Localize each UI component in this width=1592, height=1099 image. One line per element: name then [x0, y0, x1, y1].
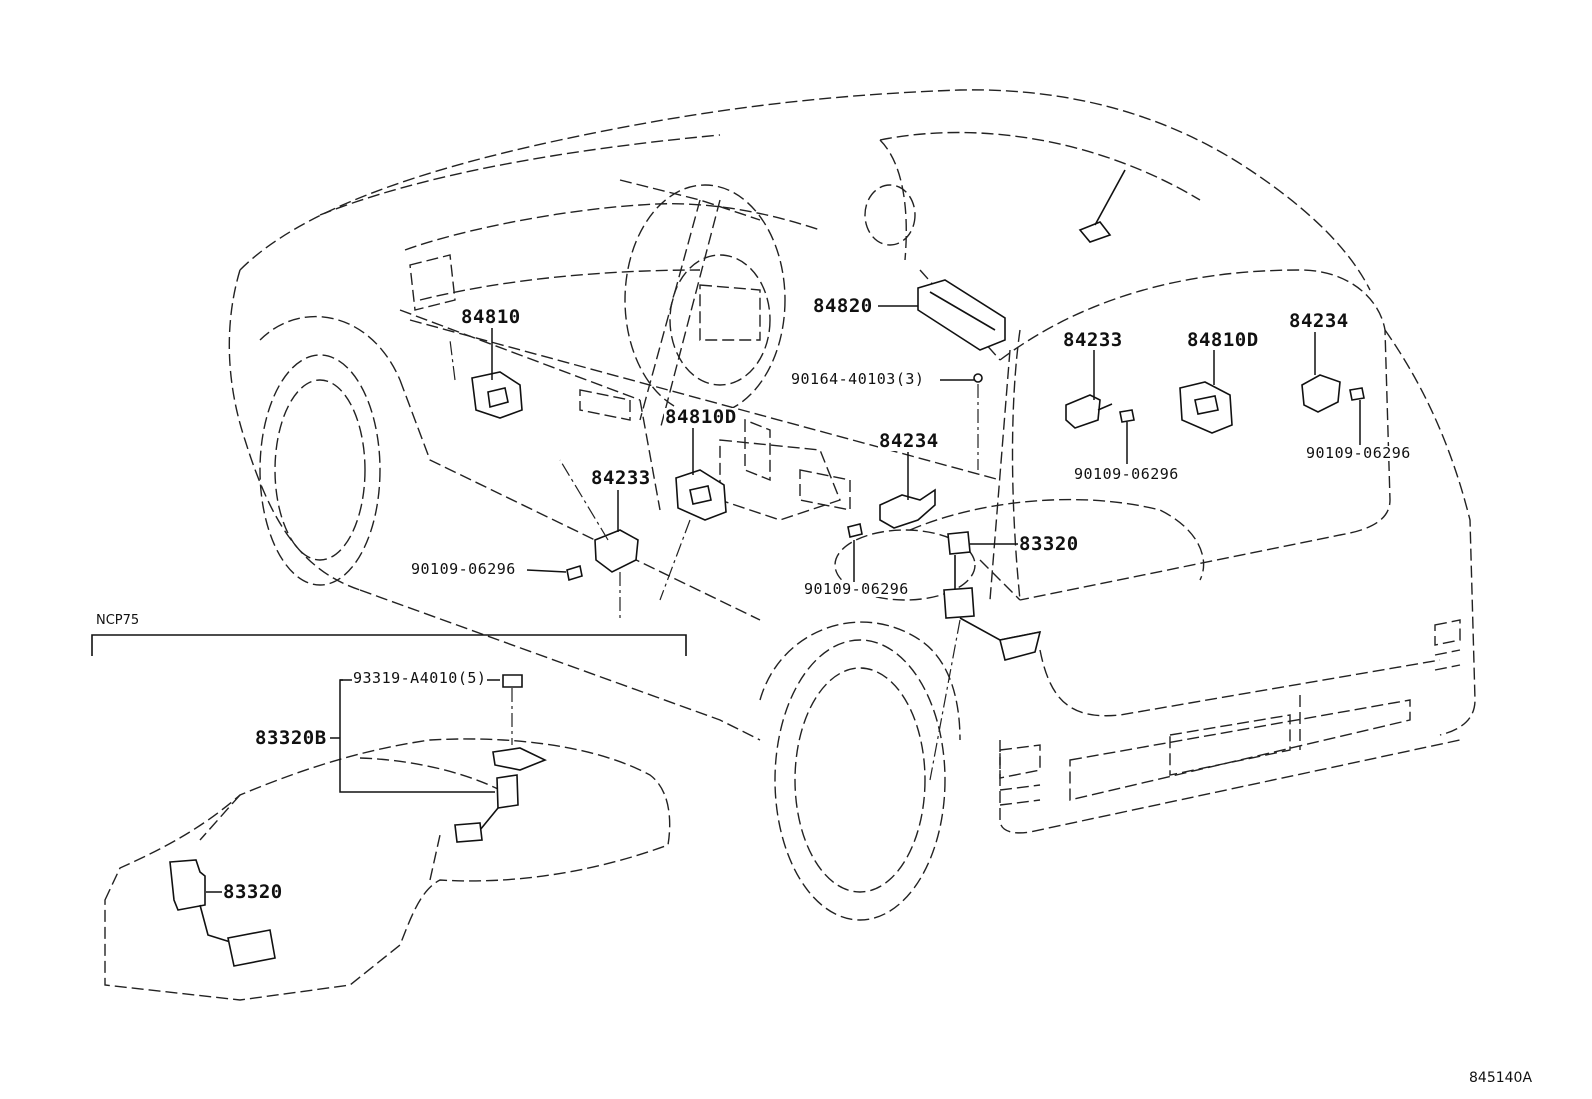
part-label-84234-center: 84234	[878, 430, 940, 452]
part-label-90109-06296-lower: 90109-06296	[803, 580, 910, 598]
switch-84234-right	[1301, 374, 1341, 413]
part-label-90109-06296-left: 90109-06296	[410, 560, 517, 578]
part-label-84233-right: 84233	[1062, 329, 1124, 351]
fuel-sender-83320-main	[943, 531, 1042, 661]
switch-84810d-right	[1179, 381, 1233, 434]
part-label-84810d-right: 84810D	[1186, 329, 1260, 351]
ncp75-inset	[91, 634, 687, 1001]
part-label-84810d-center: 84810D	[664, 406, 738, 428]
part-label-90109-06296-center: 90109-06296	[1073, 465, 1180, 483]
part-label-83320-main: 83320	[1018, 533, 1080, 555]
part-label-84810: 84810	[460, 306, 522, 328]
part-label-84234-right: 84234	[1288, 310, 1350, 332]
part-label-90164-40103: 90164-40103(3)	[790, 370, 926, 388]
part-label-84233-left: 84233	[590, 467, 652, 489]
screws	[566, 373, 1365, 582]
switch-84810d-center	[675, 469, 727, 521]
part-label-83320b: 83320B	[254, 727, 328, 749]
part-label-90109-06296-right: 90109-06296	[1305, 444, 1412, 462]
part-label-93319-a4010: 93319-A4010(5)	[352, 669, 488, 687]
courtesy-switch-84233-right	[1065, 394, 1113, 429]
switch-84810	[471, 371, 523, 419]
figure-code: 845140A	[1468, 1070, 1534, 1086]
part-label-84820: 84820	[812, 295, 874, 317]
leader-lines	[449, 305, 1361, 781]
courtesy-switch-84233-left	[594, 529, 639, 573]
car-body-outline	[228, 89, 1476, 921]
master-switch-84820	[917, 279, 1006, 351]
inset-title-ncp75: NCP75	[95, 613, 141, 628]
part-label-83320-inset: 83320	[222, 881, 284, 903]
